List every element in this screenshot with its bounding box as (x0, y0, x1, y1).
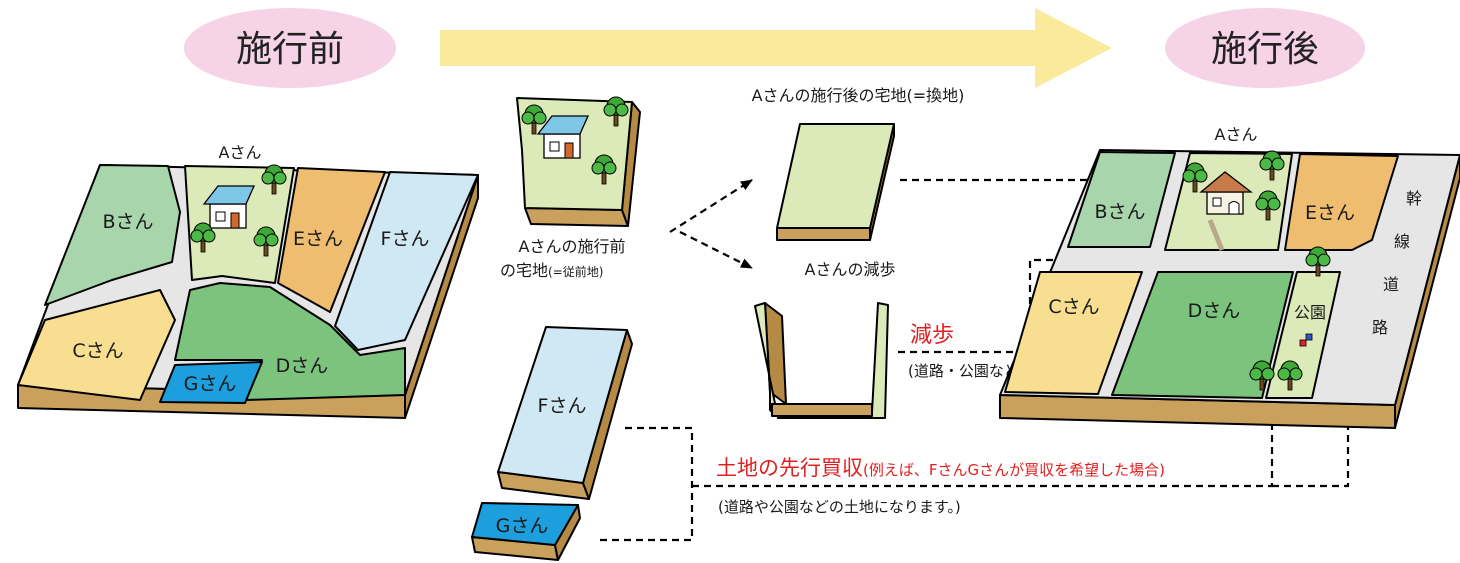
road-char-3: 道 (1383, 275, 1399, 294)
park-playground-icon (1299, 339, 1307, 347)
before-plot-d-label: Dさん (276, 355, 329, 377)
header-before: 施行前 (184, 8, 396, 88)
road-char-2: 線 (1394, 232, 1410, 251)
a-post-land-label: Aさんの施行後の宅地(=換地) (752, 86, 965, 105)
reduction-bottom (771, 403, 873, 417)
road-char-1: 幹 (1406, 189, 1422, 208)
after-plot-e-label: Eさん (1305, 202, 1355, 224)
a-reduction-label: Aさんの減歩 (805, 260, 896, 279)
before-plot-e (277, 167, 386, 313)
a-pre-land-label-line2: の宅地(=従前地) (500, 261, 603, 280)
f-plot-label: Fさん (538, 395, 587, 417)
a-post-land-front (776, 227, 871, 241)
header-after-bubble (1165, 8, 1365, 88)
after-owner-a-label: Aさん (1215, 125, 1258, 144)
purchase-arrow-road (1272, 404, 1353, 488)
a-post-land-top (776, 123, 895, 229)
before-plot-b-label: Bさん (102, 211, 153, 233)
g-plot: Gさん (471, 502, 581, 561)
before-plot-f (334, 171, 479, 351)
after-plot-c (1004, 271, 1143, 395)
park-playground-icon (1305, 333, 1313, 341)
header-after: 施行後 (1165, 8, 1365, 88)
header-after-label: 施行後 (1211, 29, 1319, 70)
before-plot-c-label: Cさん (72, 340, 123, 362)
header-before-label: 施行前 (236, 29, 344, 70)
header-before-bubble (184, 8, 396, 88)
after-plot-d (1111, 271, 1294, 399)
a-pre-land-label-line1: Aさんの施行前 (519, 237, 626, 256)
split-arrow-down (679, 231, 753, 269)
a-post-land: Aさんの施行後の宅地(=換地) (752, 86, 965, 241)
before-map: Aさん Bさん Cさん Dさん Eさん Fさん Gさん (17, 143, 479, 419)
g-plot-label: Gさん (496, 515, 549, 537)
after-plot-c-label: Cさん (1048, 296, 1099, 318)
f-plot-top (497, 326, 628, 484)
after-plot-b-label: Bさん (1094, 201, 1145, 223)
before-plot-d (174, 282, 406, 401)
split-arrow-up (669, 179, 753, 233)
before-plot-g-label: Gさん (184, 373, 237, 395)
process-arrow-shape (440, 8, 1112, 88)
process-arrow (440, 8, 1112, 88)
g-plot-top (471, 502, 579, 546)
purchase-note: (道路や公園などの土地になります。) (718, 498, 961, 516)
after-plot-b (1067, 151, 1176, 248)
road-char-4: 路 (1372, 318, 1388, 337)
after-map: Aさん Bさん Cさん Dさん Eさん 公園 幹 線 道 路 (999, 125, 1460, 429)
before-plot-f-label: Fさん (381, 228, 430, 250)
after-park-label: 公園 (1294, 303, 1326, 322)
before-plot-c (17, 289, 176, 401)
before-plot-e-label: Eさん (293, 228, 343, 250)
before-owner-a-label: Aさん (219, 143, 262, 162)
after-path (1207, 219, 1225, 251)
purchase-bracket (600, 426, 694, 542)
before-plot-b (44, 164, 181, 306)
f-plot: Fさん (497, 326, 633, 500)
after-plot-e (1284, 153, 1399, 251)
before-plot-g (159, 361, 263, 404)
after-plot-d-label: Dさん (1188, 300, 1241, 322)
a-pre-land: Aさんの施行前 の宅地(=従前地) (500, 96, 641, 280)
purchase-label: 土地の先行買収(例えば、FさんGさんが買収を希望した場合) (716, 456, 1165, 480)
reduction-heading: 減歩 (910, 323, 954, 348)
